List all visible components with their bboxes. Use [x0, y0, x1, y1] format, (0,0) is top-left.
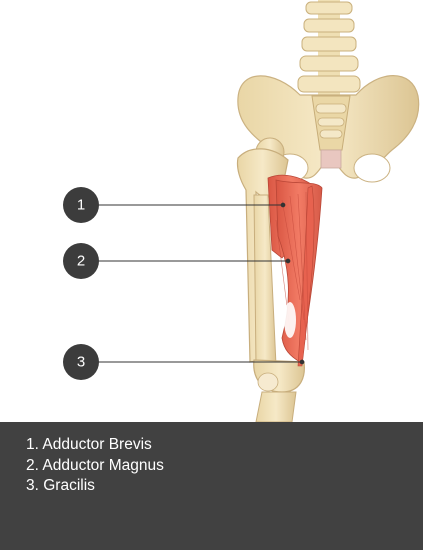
- spine-illustration: [297, 0, 361, 95]
- leader-lines: [98, 202, 305, 365]
- marker-1-number: 1: [77, 197, 85, 214]
- marker-1: 1: [63, 187, 99, 223]
- femur-illustration: [236, 137, 305, 422]
- legend-item-2: 2. Adductor Magnus: [26, 456, 164, 474]
- marker-2-number: 2: [77, 253, 85, 270]
- legend-item-1: 1. Adductor Brevis: [26, 436, 152, 453]
- marker-3-number: 3: [77, 354, 85, 371]
- marker-3: 3: [63, 344, 99, 380]
- anatomy-figure: 1 2 3: [63, 0, 420, 422]
- adductor-muscles-illustration: [267, 174, 323, 367]
- legend-item-3: 3. Gracilis: [26, 477, 95, 494]
- pelvis-illustration: [237, 75, 420, 183]
- marker-2: 2: [63, 243, 99, 279]
- legend-panel: 1. Adductor Brevis 2. Adductor Magnus 3.…: [0, 422, 423, 550]
